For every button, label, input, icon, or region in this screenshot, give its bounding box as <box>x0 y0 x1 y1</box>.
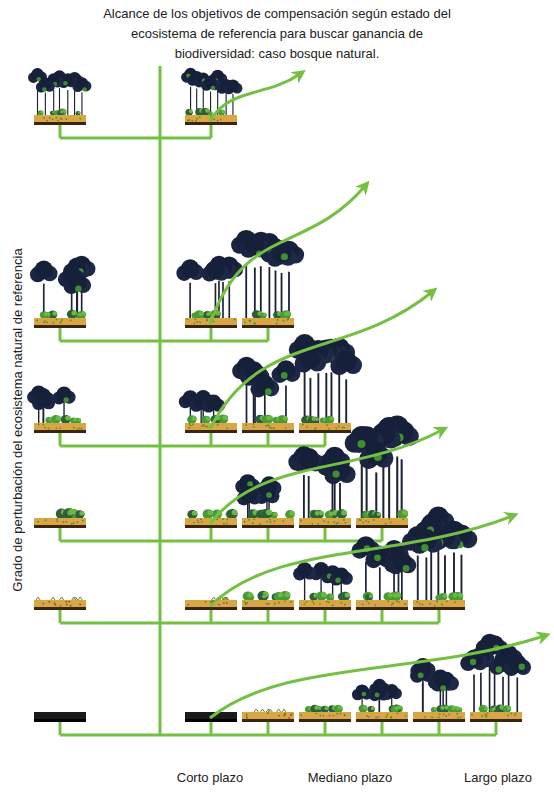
axis-label: Corto plazo <box>177 768 243 788</box>
ecosystem-stage <box>352 679 408 722</box>
ecosystem-stage <box>299 705 351 722</box>
ecosystem-stage <box>293 562 353 610</box>
ecosystem-stage <box>242 591 294 610</box>
ecosystem-stage <box>185 509 238 528</box>
axis-label: Mediano plazo <box>308 768 393 788</box>
gain-arrow <box>210 636 544 718</box>
gain-arrow <box>210 74 300 121</box>
gain-arrow <box>210 292 432 429</box>
axis-label: Largo plazo <box>464 768 532 788</box>
ecosystem-stage <box>30 256 96 328</box>
gain-arrow <box>210 186 365 324</box>
ecosystem-stage <box>27 386 86 433</box>
diagram-title: Alcance de los objetivos de compensación… <box>92 4 462 64</box>
ecosystem-stage <box>179 390 237 433</box>
bracket-lines <box>60 66 496 735</box>
gain-arrow <box>210 516 512 606</box>
ecosystem-stages <box>27 68 531 722</box>
ecosystem-stage <box>176 256 243 328</box>
ecosystem-stage <box>34 508 86 528</box>
ecosystem-stage <box>231 230 304 328</box>
ecosystem-stage <box>34 597 86 610</box>
gain-arrows <box>210 74 544 718</box>
gain-arrow <box>210 430 442 524</box>
ecosystem-stage <box>28 68 91 125</box>
ecosystem-stage <box>242 709 294 722</box>
ecosystem-stage <box>288 446 355 528</box>
ecosystem-stage <box>460 634 531 722</box>
ecosystem-stage <box>402 506 477 610</box>
ecosystem-stage <box>345 415 419 528</box>
ecosystem-stage <box>34 712 86 722</box>
ecosystem-stage <box>410 658 465 722</box>
axis-title: Grado de perturbación del ecosistema nat… <box>8 200 28 640</box>
ecosystem-stage <box>289 334 362 433</box>
